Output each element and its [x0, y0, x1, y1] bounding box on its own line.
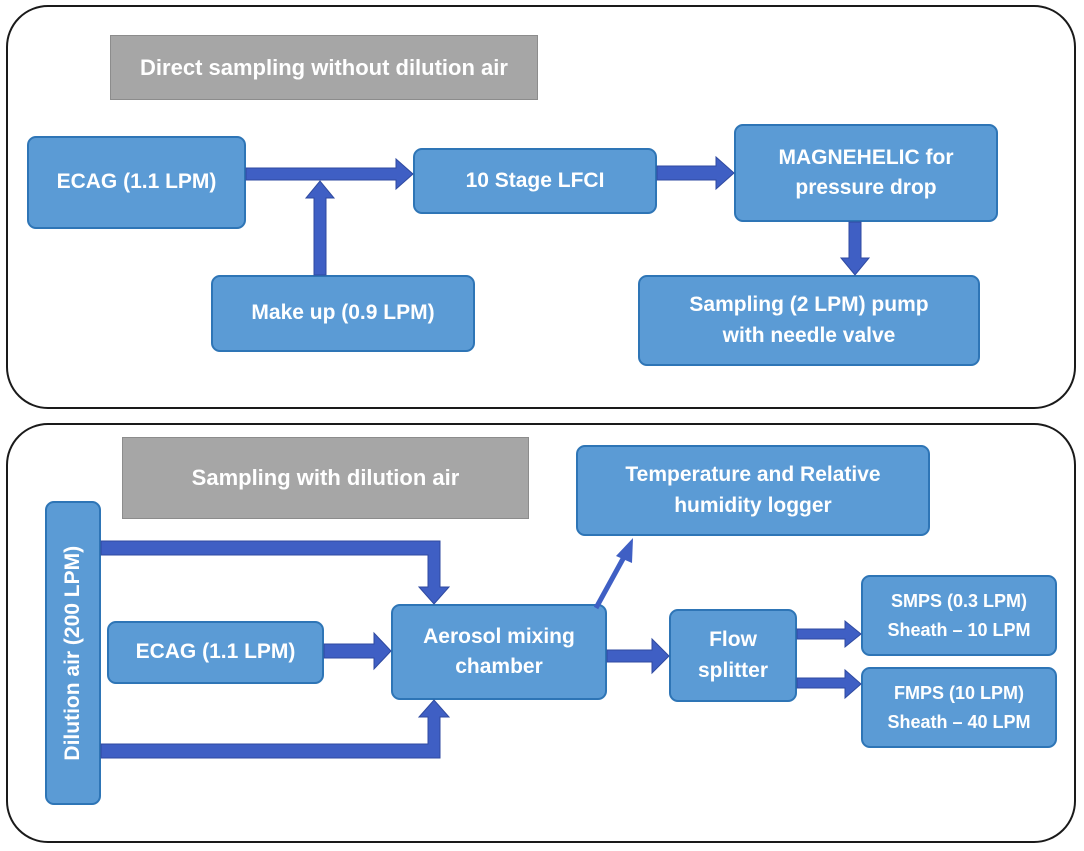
smps-node: SMPS (0.3 LPM) Sheath – 10 LPM	[861, 575, 1057, 656]
ecag-node-bottom: ECAG (1.1 LPM)	[107, 621, 324, 684]
magnehelic-node: MAGNEHELIC for pressure drop	[734, 124, 998, 222]
fmps-node: FMPS (10 LPM) Sheath – 40 LPM	[861, 667, 1057, 748]
temperature-humidity-logger-node: Temperature and Relative humidity logger	[576, 445, 930, 536]
direct-sampling-title: Direct sampling without dilution air	[110, 35, 538, 100]
ecag-node-top: ECAG (1.1 LPM)	[27, 136, 246, 229]
aerosol-mixing-chamber-node: Aerosol mixing chamber	[391, 604, 607, 700]
flow-splitter-node: Flow splitter	[669, 609, 797, 702]
sampling-pump-node: Sampling (2 LPM) pump with needle valve	[638, 275, 980, 366]
lfci-node: 10 Stage LFCI	[413, 148, 657, 214]
dilution-sampling-title: Sampling with dilution air	[122, 437, 529, 519]
makeup-air-node: Make up (0.9 LPM)	[211, 275, 475, 352]
dilution-air-node: Dilution air (200 LPM)	[45, 501, 101, 805]
